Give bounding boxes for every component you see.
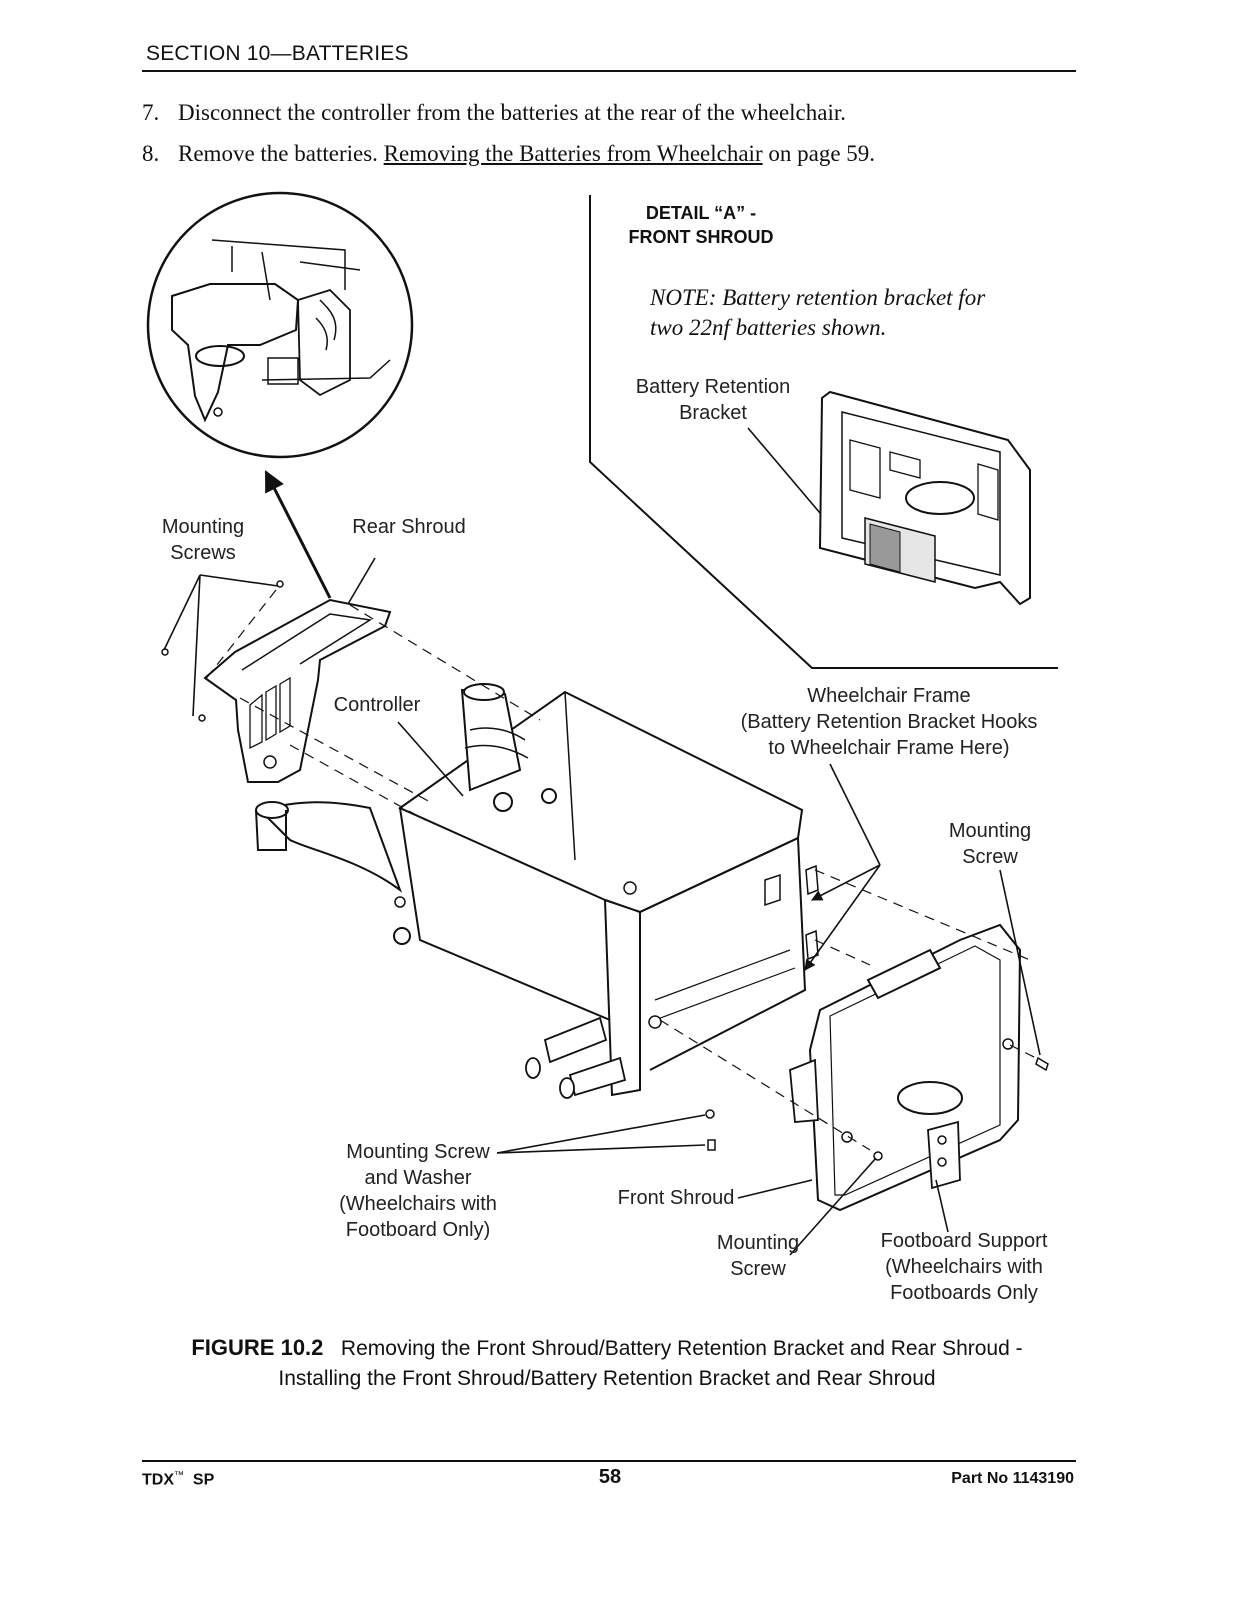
detail-pointer-arrow	[264, 470, 332, 599]
front-shroud	[705, 923, 1049, 1212]
label-mounting-screw-right: Mounting Screw	[935, 818, 1045, 870]
detail-title-line: DETAIL “A” -	[645, 203, 757, 223]
label-line: Mounting Screw	[346, 1141, 490, 1163]
label-front-shroud: Front Shroud	[612, 1185, 740, 1211]
label-line: Screw	[730, 1258, 786, 1280]
label-line: Bracket	[679, 402, 747, 424]
leader-lines	[163, 427, 1041, 1256]
label-rear-shroud: Rear Shroud	[348, 514, 470, 540]
label-wheelchair-frame: Wheelchair Frame (Battery Retention Brac…	[734, 683, 1044, 761]
label-line: Screws	[170, 542, 236, 564]
label-line: Rear Shroud	[352, 516, 466, 538]
label-footboard-support: Footboard Support (Wheelchairs with Foot…	[870, 1228, 1058, 1306]
footer-divider	[142, 1460, 1076, 1462]
rear-shroud	[161, 580, 392, 783]
label-mounting-screw-bottom: Mounting Screw	[706, 1230, 810, 1282]
label-line: Footboard Only)	[345, 1219, 491, 1241]
step-number: 7.	[142, 100, 160, 125]
label-line: Footboard Support	[880, 1230, 1048, 1252]
header-divider	[142, 70, 1076, 72]
figure-number: FIGURE 10.2	[191, 1335, 324, 1360]
label-battery-retention-bracket: Battery Retention Bracket	[628, 374, 798, 426]
section-header: SECTION 10—BATTERIES	[146, 42, 409, 65]
note-line: two 22nf batteries shown.	[650, 315, 887, 340]
part-number: Part No 1143190	[951, 1470, 1074, 1487]
wheelchair-frame	[255, 683, 819, 1099]
page-number: 58	[598, 1466, 622, 1488]
label-line: Controller	[333, 694, 421, 716]
label-line: Footboards Only	[890, 1282, 1038, 1304]
detail-title-line: FRONT SHROUD	[628, 227, 774, 247]
magnified-detail-circle	[146, 191, 414, 459]
step-8: 8. Remove the batteries. Removing the Bat…	[142, 141, 875, 167]
label-line: Battery Retention	[635, 376, 791, 398]
figure-caption: FIGURE 10.2 Removing the Front Shroud/Ba…	[140, 1333, 1074, 1394]
label-mounting-screw-washer: Mounting Screw and Washer (Wheelchairs w…	[330, 1139, 506, 1243]
step-number: 8.	[142, 141, 160, 166]
label-line: Wheelchair Frame	[807, 685, 971, 707]
label-line: Front Shroud	[617, 1187, 735, 1209]
product-suffix: SP	[192, 1471, 215, 1489]
label-line: Mounting	[948, 820, 1032, 842]
label-line: (Battery Retention Bracket Hooks	[740, 711, 1038, 733]
label-line: to Wheelchair Frame Here)	[768, 737, 1010, 759]
label-line: Mounting	[716, 1232, 800, 1254]
label-controller: Controller	[326, 692, 428, 718]
assembly-guide-lines	[204, 589, 1041, 1151]
caption-text: Removing the Front Shroud/Battery Retent…	[340, 1337, 1023, 1360]
detail-boundary	[589, 195, 1058, 669]
caption-line-1: FIGURE 10.2 Removing the Front Shroud/Ba…	[140, 1333, 1074, 1364]
detail-title: DETAIL “A” - FRONT SHROUD	[600, 201, 802, 249]
label-line: Screw	[962, 846, 1018, 868]
note-line: NOTE: Battery retention bracket for	[650, 285, 986, 310]
trademark-symbol: ™	[174, 1470, 184, 1481]
step-7: 7. Disconnect the controller from the bat…	[142, 100, 846, 126]
label-line: (Wheelchairs with	[339, 1193, 497, 1215]
footer-product: TDX™ SP	[142, 1470, 214, 1489]
battery-retention-bracket	[818, 390, 1031, 606]
step-text: Remove the batteries.	[178, 141, 384, 166]
label-line: and Washer	[364, 1167, 472, 1189]
label-mounting-screws: Mounting Screws	[148, 514, 258, 566]
step-text: Disconnect the controller from the batte…	[178, 100, 846, 125]
label-line: (Wheelchairs with	[885, 1256, 1043, 1278]
bracket-note: NOTE: Battery retention bracket for two …	[650, 283, 985, 343]
caption-line-2: Installing the Front Shroud/Battery Rete…	[278, 1367, 936, 1390]
step-text-suffix: on page 59.	[762, 141, 876, 166]
cross-reference-link[interactable]: Removing the Batteries from Wheelchair	[383, 141, 763, 166]
product-name: TDX	[142, 1471, 174, 1489]
label-line: Mounting	[161, 516, 245, 538]
